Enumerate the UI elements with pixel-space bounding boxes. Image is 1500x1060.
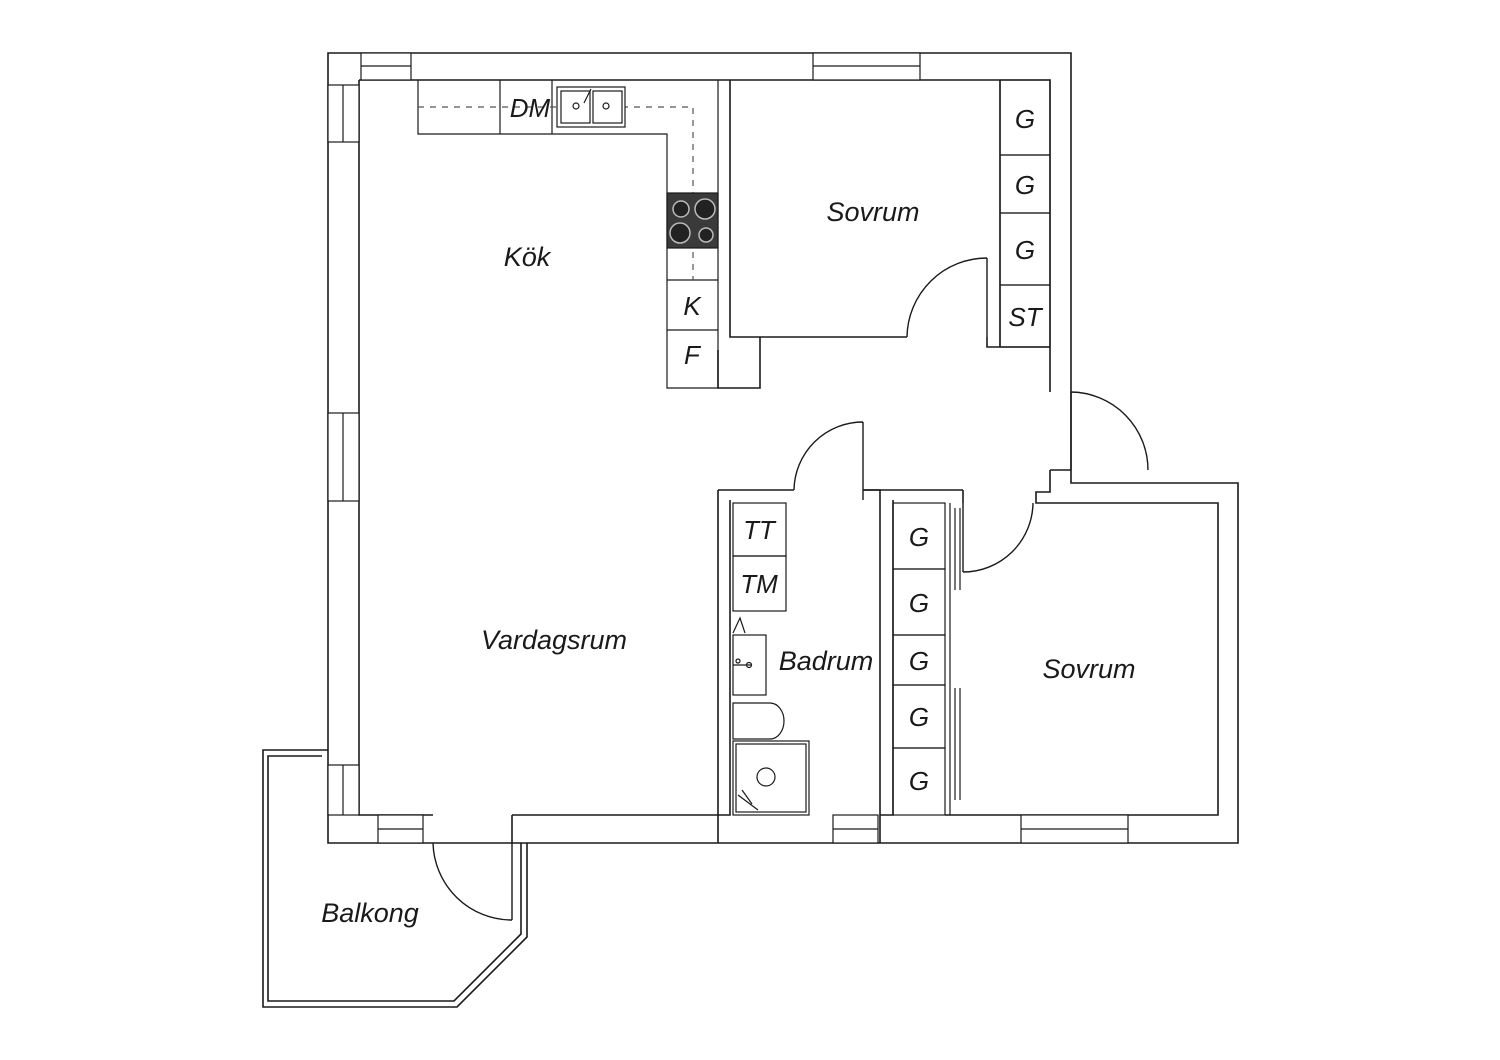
- washbasin-icon: [732, 616, 767, 696]
- label-wardrobe-b1-1: G: [1015, 104, 1035, 134]
- toilet-icon: [732, 702, 785, 740]
- kitchen-counter: [417, 80, 719, 389]
- label-wardrobe-c-3: G: [909, 646, 929, 676]
- label-fridge: K: [683, 291, 702, 321]
- label-wardrobe-c-1: G: [909, 522, 929, 552]
- label-wardrobe-b1-2: G: [1015, 170, 1035, 200]
- door-bathroom: [793, 421, 864, 500]
- room-label-living-room: Vardagsrum: [481, 625, 627, 655]
- door-bedroom-1: [906, 257, 988, 338]
- room-label-bathroom: Badrum: [779, 646, 874, 676]
- label-tumble-dryer: TT: [743, 515, 777, 545]
- room-label-kitchen: Kök: [504, 242, 552, 272]
- door-balcony: [432, 842, 513, 921]
- door-entrance: [1070, 391, 1149, 471]
- door-bedroom-2: [962, 502, 1034, 573]
- exterior-walls: [327, 52, 1239, 844]
- doors: [432, 257, 1149, 921]
- bathroom-fixtures: [732, 502, 810, 816]
- balcony: [262, 749, 528, 1008]
- corridor-wardrobes: [892, 502, 961, 816]
- label-freezer: F: [684, 340, 702, 370]
- label-wardrobe-c-2: G: [909, 588, 929, 618]
- kitchen-sink-icon: [556, 86, 626, 128]
- room-label-bedroom-2: Sovrum: [1042, 654, 1135, 684]
- stove-icon: [666, 192, 719, 249]
- shower-icon: [732, 740, 810, 816]
- label-wardrobe-b1-3: G: [1015, 235, 1035, 265]
- label-washing-machine: TM: [740, 569, 778, 599]
- bedroom-1-wardrobes: [999, 79, 1051, 348]
- windows: [327, 52, 1129, 844]
- room-label-bedroom-1: Sovrum: [826, 197, 919, 227]
- washing-machine-box: [732, 555, 787, 612]
- label-wardrobe-c-4: G: [909, 702, 929, 732]
- label-wardrobe-c-5: G: [909, 766, 929, 796]
- label-dishwasher: DM: [510, 93, 551, 123]
- label-storage: ST: [1008, 302, 1043, 332]
- room-label-balcony: Balkong: [321, 898, 419, 928]
